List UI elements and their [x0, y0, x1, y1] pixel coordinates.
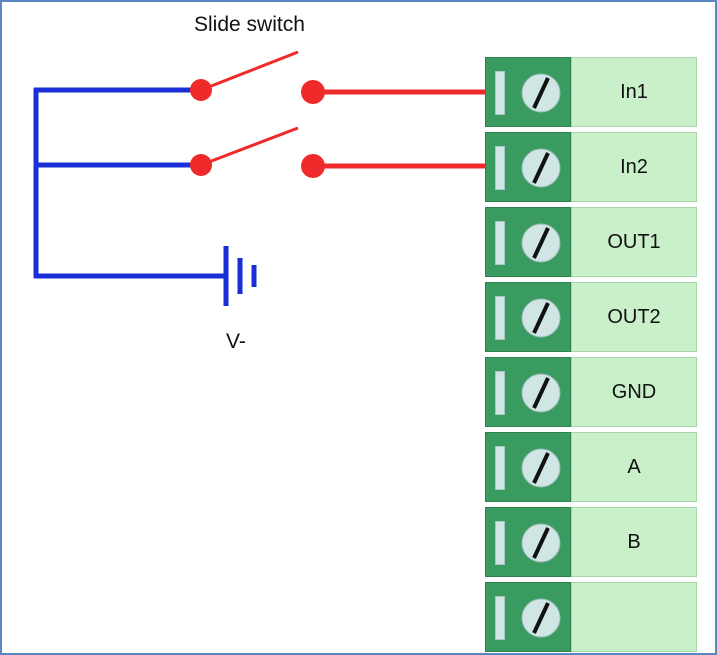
terminal-label: In2 — [571, 132, 697, 202]
terminal-row: GND — [485, 357, 697, 427]
terminal-body — [485, 132, 571, 202]
terminal-row: In2 — [485, 132, 697, 202]
terminal-slot — [495, 596, 505, 640]
terminal-row: In1 — [485, 57, 697, 127]
terminal-slot — [495, 371, 505, 415]
screw-icon — [521, 148, 561, 188]
terminal-row: B — [485, 507, 697, 577]
terminal-label: B — [571, 507, 697, 577]
terminal-row — [485, 582, 697, 652]
terminal-label: OUT2 — [571, 282, 697, 352]
screw-icon — [521, 448, 561, 488]
screw-icon — [521, 373, 561, 413]
terminal-label: A — [571, 432, 697, 502]
screw-icon — [521, 73, 561, 113]
ground-label: V- — [226, 330, 246, 353]
terminal-label: GND — [571, 357, 697, 427]
terminal-row: OUT1 — [485, 207, 697, 277]
switch-in2 — [190, 126, 487, 178]
terminal-body — [485, 582, 571, 652]
screw-icon — [521, 523, 561, 563]
terminal-slot — [495, 296, 505, 340]
terminal-body — [485, 507, 571, 577]
terminal-label: In1 — [571, 57, 697, 127]
slide-switch-label: Slide switch — [194, 13, 305, 36]
ground-symbol — [223, 246, 257, 306]
terminal-body — [485, 57, 571, 127]
screw-icon — [521, 598, 561, 638]
switch-in1 — [190, 50, 487, 104]
terminal-label — [571, 582, 697, 652]
terminal-slot — [495, 446, 505, 490]
terminal-slot — [495, 71, 505, 115]
terminal-body — [485, 357, 571, 427]
terminal-slot — [495, 146, 505, 190]
terminal-body — [485, 207, 571, 277]
terminal-label: OUT1 — [571, 207, 697, 277]
terminal-body — [485, 432, 571, 502]
terminal-row: A — [485, 432, 697, 502]
terminal-row: OUT2 — [485, 282, 697, 352]
terminal-slot — [495, 221, 505, 265]
screw-icon — [521, 298, 561, 338]
screw-icon — [521, 223, 561, 263]
terminal-body — [485, 282, 571, 352]
terminal-slot — [495, 521, 505, 565]
